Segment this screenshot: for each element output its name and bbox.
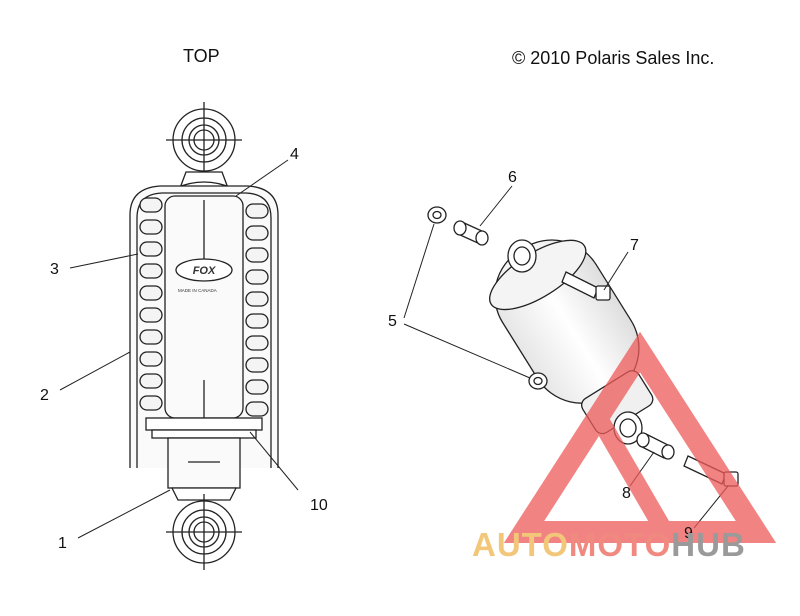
bushing-upper [453, 220, 489, 246]
watermark-part-moto: MOTO [568, 526, 672, 563]
copyright-text: © 2010 Polaris Sales Inc. [512, 48, 715, 68]
shock-assembly-cutaway [129, 102, 279, 570]
bolt-upper [561, 271, 611, 301]
shock-exploded-view [427, 206, 739, 487]
callout-1: 1 [58, 535, 67, 552]
callout-6: 6 [508, 169, 517, 186]
shock-fineprint: MADE IN CANADA [178, 288, 217, 293]
callout-5: 5 [388, 313, 397, 330]
nut-lower [528, 372, 548, 390]
top-label: TOP [183, 46, 220, 66]
callout-10: 10 [310, 497, 328, 514]
nut-upper [427, 206, 447, 224]
spring-coils-right [245, 203, 269, 417]
shock-body [164, 195, 244, 470]
spring-coils-left [139, 197, 163, 411]
watermark-part-auto: AUTO [472, 526, 569, 563]
watermark-triangle-icon [503, 331, 777, 543]
bottom-eyelet [166, 494, 242, 570]
callout-2: 2 [40, 387, 49, 404]
callout-7: 7 [630, 237, 639, 254]
callout-4: 4 [290, 146, 299, 163]
bushing-lower [636, 432, 675, 460]
callout-8: 8 [622, 485, 631, 502]
shock-badge: FOX [193, 265, 216, 277]
watermark-part-hub: HUB [671, 526, 746, 563]
watermark-logo: AUTOMOTOHUB [472, 528, 746, 561]
callout-3: 3 [50, 261, 59, 278]
callout-9: 9 [684, 525, 693, 542]
top-eyelet [166, 102, 242, 178]
